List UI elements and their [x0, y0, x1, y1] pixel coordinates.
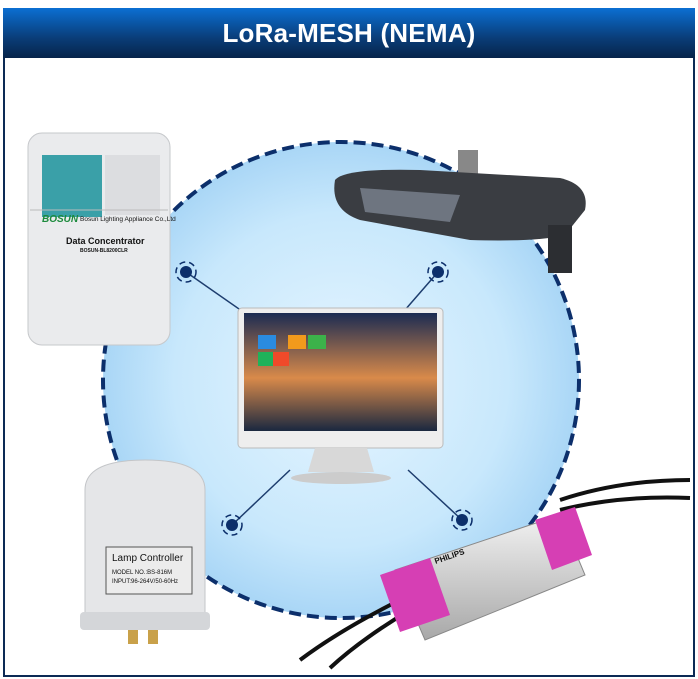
concentrator-name: Data Concentrator: [66, 236, 145, 246]
data-concentrator-image: [27, 132, 171, 346]
lamp-controller-input: INPUT:96-264V/50-60Hz: [112, 579, 179, 585]
monitor-image: [237, 307, 444, 484]
header-bar: LoRa-MESH (NEMA): [3, 8, 695, 58]
lamp-controller-model: MODEL NO.:BS-816M: [112, 570, 173, 576]
wireless-node-icon: [175, 261, 473, 536]
page-title: LoRa-MESH (NEMA): [222, 17, 476, 48]
lamp-controller-name: Lamp Controller: [112, 553, 184, 564]
concentrator-brand: BOSUN: [42, 214, 79, 225]
concentrator-company: Bosun Lighting Appliance Co.,Ltd: [80, 216, 176, 223]
street-light-image: [334, 150, 586, 273]
lamp-controller-image: [80, 459, 210, 644]
concentrator-model: BOSUN-BL8200CLR: [80, 248, 128, 254]
led-driver-image: [298, 478, 691, 670]
